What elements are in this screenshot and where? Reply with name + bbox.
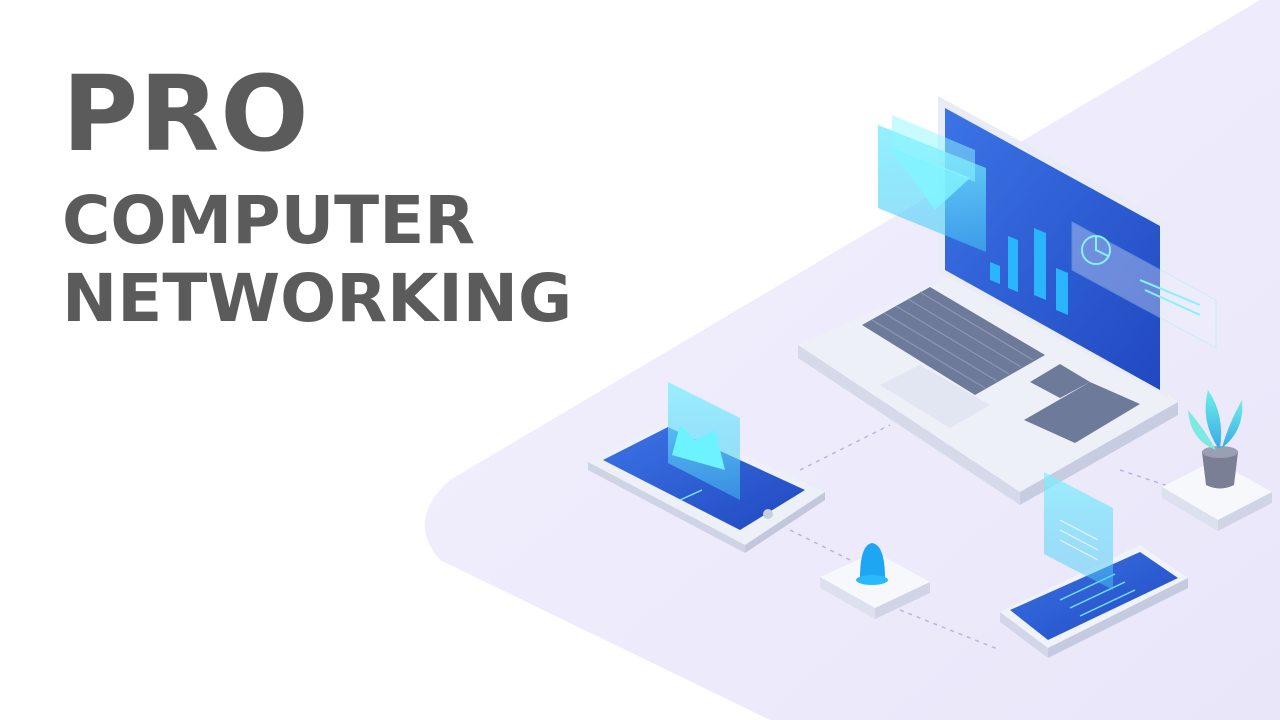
area-chart-panel xyxy=(668,382,740,500)
smartphone-icon xyxy=(1000,472,1188,658)
laptop-icon xyxy=(798,96,1178,505)
bell-icon xyxy=(820,543,930,619)
headline-line-pro: PRO xyxy=(62,53,310,175)
bar-chart-icon xyxy=(990,228,1068,315)
pie-chart-icon xyxy=(1071,221,1217,349)
headline: PRO COMPUTER NETWORKING xyxy=(62,62,572,332)
plant-icon xyxy=(1162,390,1272,531)
tablet-icon xyxy=(588,382,825,553)
trackpad xyxy=(880,365,990,428)
headline-line-networking: NETWORKING xyxy=(62,260,573,337)
mail-icon xyxy=(878,115,986,252)
phone-floating-panel xyxy=(1044,472,1113,590)
connection-lines xyxy=(789,424,1181,651)
keyboard-numpad xyxy=(1024,382,1140,443)
headline-line-computer: COMPUTER xyxy=(62,182,476,259)
